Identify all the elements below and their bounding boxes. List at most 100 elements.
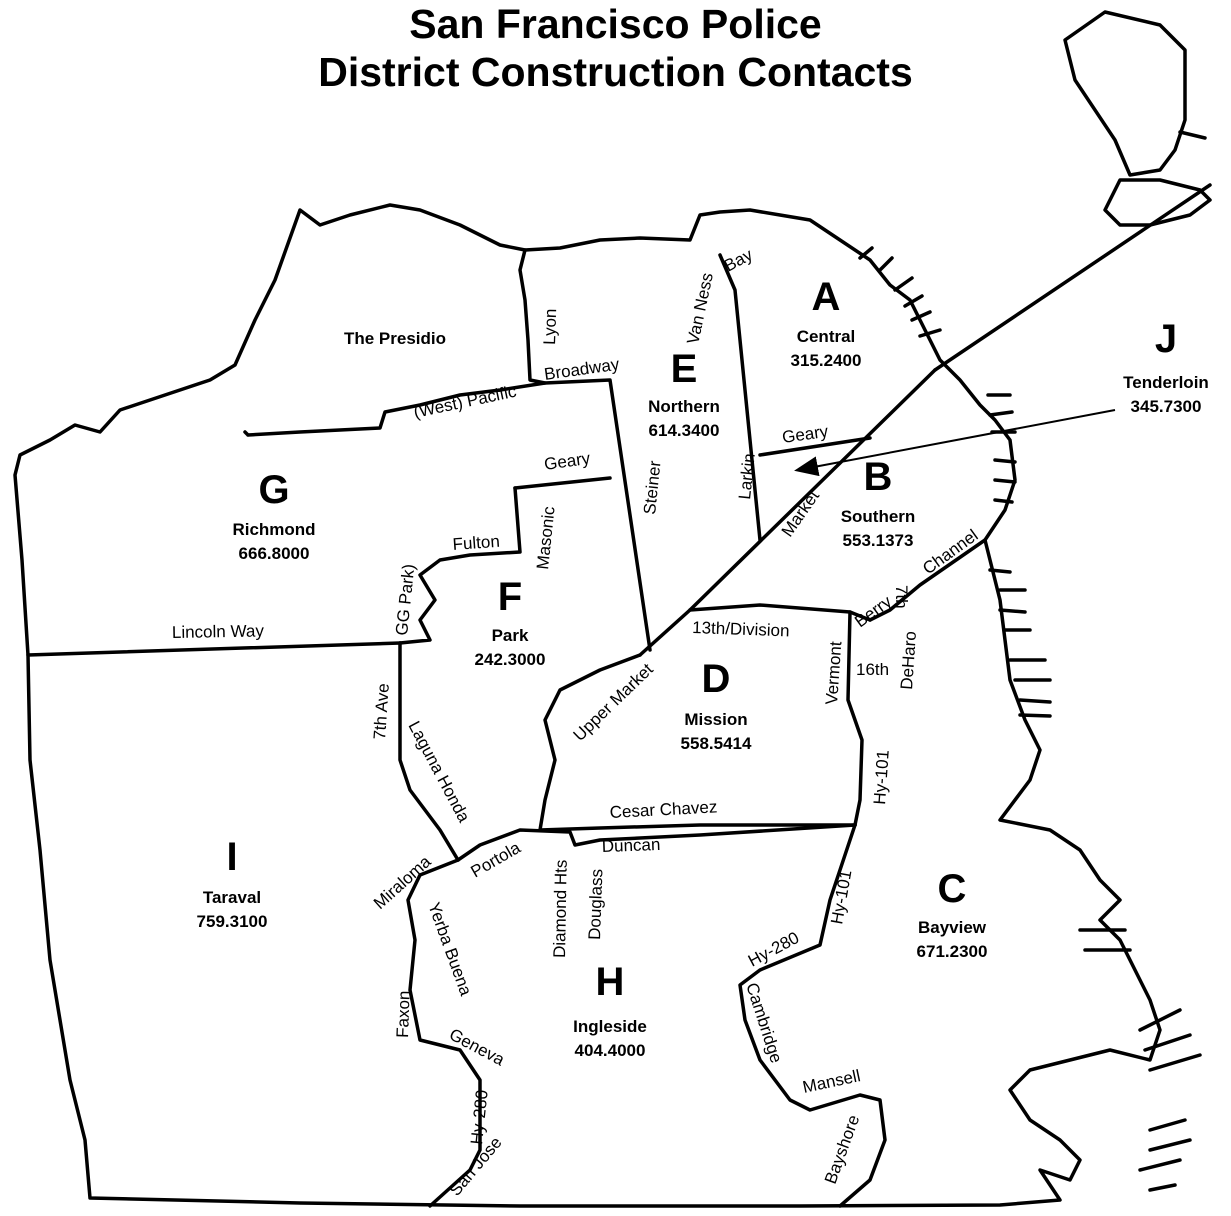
street-gg-park: GG Park) <box>392 563 418 636</box>
district-letter: E <box>671 347 698 391</box>
street-laguna-honda: Laguna Honda <box>404 718 473 826</box>
district-name: Bayview <box>918 918 987 937</box>
southeast-piers <box>1078 928 1202 1192</box>
district-c-label[interactable]: C Bayview 671.2300 <box>917 867 988 961</box>
street-upper-market: Upper Market <box>570 659 657 744</box>
district-name: Tenderloin <box>1123 373 1209 392</box>
district-name: Ingleside <box>573 1017 647 1036</box>
street-geary-west: Geary <box>543 449 592 474</box>
street-mansell: Mansell <box>801 1066 862 1097</box>
map-title-line1: San Francisco Police <box>409 1 822 47</box>
street-fulton: Fulton <box>452 532 500 554</box>
district-phone: 671.2300 <box>917 942 988 961</box>
yerba-buena-island <box>1103 178 1212 227</box>
district-phone: 242.3000 <box>475 650 546 669</box>
upper-market-line <box>538 653 642 832</box>
district-letter: F <box>498 575 522 619</box>
street-duncan: Duncan <box>601 835 660 856</box>
street-miraloma: Miraloma <box>370 852 435 913</box>
street-hy-101-upper: Hy-101 <box>870 749 893 805</box>
district-phone: 345.7300 <box>1131 397 1202 416</box>
district-name: Central <box>797 327 856 346</box>
presidio-label: The Presidio <box>344 329 446 348</box>
district-d-label[interactable]: D Mission 558.5414 <box>681 657 752 753</box>
street-steiner: Steiner <box>640 460 665 516</box>
district-letter: I <box>226 835 237 879</box>
street-7th-ave: 7th Ave <box>370 683 393 741</box>
district-i-label[interactable]: I Taraval 759.3100 <box>197 835 268 931</box>
district-b-label[interactable]: B Southern 553.1373 <box>841 455 916 550</box>
district-letter: B <box>864 455 893 499</box>
district-f-label[interactable]: F Park 242.3000 <box>475 575 546 669</box>
broadway-line <box>543 378 652 652</box>
district-letter: H <box>596 960 625 1004</box>
map-title-line2: District Construction Contacts <box>318 49 913 95</box>
bay-bridge-line <box>933 183 1212 372</box>
district-name: Mission <box>684 710 747 729</box>
geary-west-line <box>513 476 612 490</box>
tenderloin-arrow <box>794 409 1116 477</box>
bridge-stub <box>1178 130 1207 140</box>
street-yerba-buena: Yerba Buena <box>424 900 475 999</box>
geary-east-line <box>758 436 872 457</box>
duncan-line <box>456 823 857 862</box>
street-faxon: Faxon <box>393 990 414 1038</box>
van-ness-line <box>718 253 762 542</box>
street-7th: 7th <box>892 585 911 609</box>
hy-101-line <box>738 823 887 1208</box>
district-name: Northern <box>648 397 720 416</box>
street-lyon: Lyon <box>540 308 560 345</box>
district-phone: 666.8000 <box>239 544 310 563</box>
division-line <box>688 603 872 622</box>
district-letter: D <box>702 657 731 701</box>
street-masonic: Masonic <box>533 505 559 570</box>
street-larkin: Larkin <box>735 452 759 500</box>
district-j-label[interactable]: J Tenderloin 345.7300 <box>1123 317 1209 416</box>
treasure-island <box>1063 10 1187 177</box>
vermont-line <box>846 610 864 827</box>
district-e-label[interactable]: E Northern 614.3400 <box>648 347 720 440</box>
street-cambridge: Cambridge <box>742 980 786 1065</box>
street-market: Market <box>778 487 824 541</box>
street-diamond-hts: Diamond Hts <box>550 859 571 958</box>
presidio-boundary <box>243 248 547 437</box>
district-g-label[interactable]: G Richmond 666.8000 <box>232 468 315 563</box>
map-title: San Francisco Police District Constructi… <box>0 0 1231 96</box>
street-portola: Portola <box>468 838 525 882</box>
street-hy-101-lower: Hy-101 <box>827 868 855 925</box>
district-name: Richmond <box>232 520 315 539</box>
street-geary-east: Geary <box>781 422 830 447</box>
district-phone: 315.2400 <box>791 351 862 370</box>
street-van-ness: Van Ness <box>683 271 717 346</box>
district-letter: C <box>938 867 967 911</box>
street-lincoln-way: Lincoln Way <box>172 621 265 642</box>
district-letter: G <box>258 468 289 512</box>
street-16th: 16th <box>856 660 889 679</box>
city-outline <box>13 203 1162 1208</box>
seventh-ave-line <box>398 641 460 862</box>
district-phone: 404.4000 <box>575 1041 646 1060</box>
street-channel: Channel <box>919 526 981 579</box>
district-phone: 759.3100 <box>197 912 268 931</box>
district-letter: A <box>812 275 841 319</box>
district-name: Taraval <box>203 888 261 907</box>
ingleside-taraval-line <box>406 858 482 1208</box>
district-letter: J <box>1155 317 1177 361</box>
street-deharo: DeHaro <box>897 631 920 691</box>
lincoln-way-line <box>26 641 402 657</box>
district-name: Park <box>492 626 529 645</box>
masonic-line <box>398 486 522 645</box>
channel-line <box>868 538 987 622</box>
district-name: Southern <box>841 507 916 526</box>
district-h-label[interactable]: H Ingleside 404.4000 <box>573 960 647 1060</box>
street-13th-division: 13th/Division <box>692 618 790 640</box>
street-douglass: Douglass <box>585 869 606 940</box>
street-vermont: Vermont <box>822 641 845 706</box>
district-phone: 614.3400 <box>649 421 720 440</box>
street-bayshore: Bayshore <box>821 1112 863 1186</box>
district-phone: 558.5414 <box>681 734 752 753</box>
cesar-chavez-line <box>538 823 857 832</box>
district-a-label[interactable]: A Central 315.2400 <box>791 275 862 370</box>
street-cesar-chavez: Cesar Chavez <box>609 797 718 822</box>
